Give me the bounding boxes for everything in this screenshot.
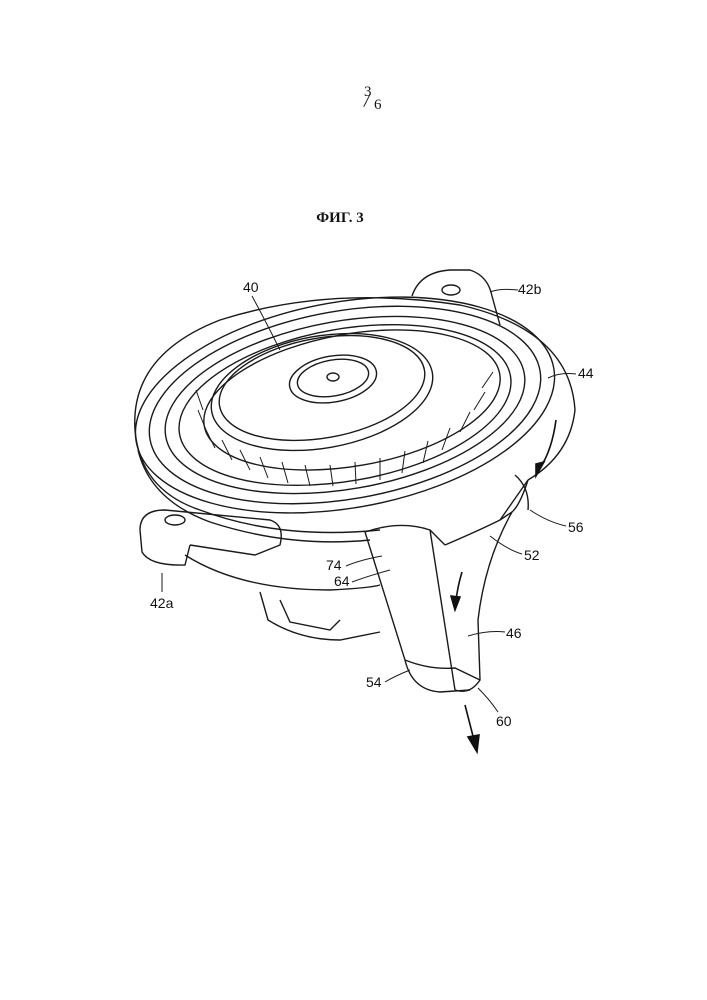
label-56: 56 — [568, 519, 584, 535]
motor-bottom-detail — [280, 600, 340, 630]
mount-hole-42b — [442, 285, 460, 295]
label-54: 54 — [366, 674, 382, 690]
duct-top-front — [365, 525, 445, 545]
flow-arrows — [451, 420, 556, 752]
motor-shaft — [327, 373, 339, 381]
label-42b: 42b — [518, 281, 542, 297]
duct-right-edge — [455, 480, 528, 691]
leader-74 — [346, 556, 382, 566]
motor-bottom — [260, 592, 380, 640]
label-40: 40 — [243, 279, 259, 295]
mount-tab-42a — [140, 510, 281, 555]
motor-hub-inner — [294, 354, 371, 402]
leader-64 — [352, 570, 390, 582]
label-74: 74 — [326, 557, 342, 573]
leader-42b — [490, 289, 518, 292]
leader-56 — [530, 510, 566, 526]
duct-top-back — [445, 480, 528, 545]
label-60: 60 — [496, 713, 512, 729]
leader-46 — [468, 632, 505, 637]
flow-arrow-scroll — [540, 420, 556, 468]
motor-hub-outer — [286, 349, 381, 410]
motor-body-edge — [185, 555, 380, 590]
label-52: 52 — [524, 547, 540, 563]
housing-ring-2 — [134, 278, 557, 532]
duct-front-corner — [430, 530, 455, 690]
duct-outlet-rim — [405, 660, 480, 680]
leader-44 — [548, 374, 576, 379]
flow-arrow-duct — [456, 572, 462, 600]
flow-arrow-outlet — [465, 705, 474, 740]
label-44: 44 — [578, 365, 594, 381]
impeller-blades — [196, 372, 493, 486]
leader-54 — [385, 670, 410, 682]
flow-arrow-outlet-head — [468, 735, 479, 752]
label-42a: 42a — [150, 595, 174, 611]
mount-tab-42a-side — [140, 530, 190, 565]
label-64: 64 — [334, 573, 350, 589]
impeller-ring — [193, 309, 511, 491]
label-46: 46 — [506, 625, 522, 641]
leader-60 — [478, 688, 498, 712]
mount-hole-42a — [165, 515, 185, 525]
flow-arrow-duct-head — [451, 596, 460, 610]
leader-52 — [490, 536, 522, 554]
